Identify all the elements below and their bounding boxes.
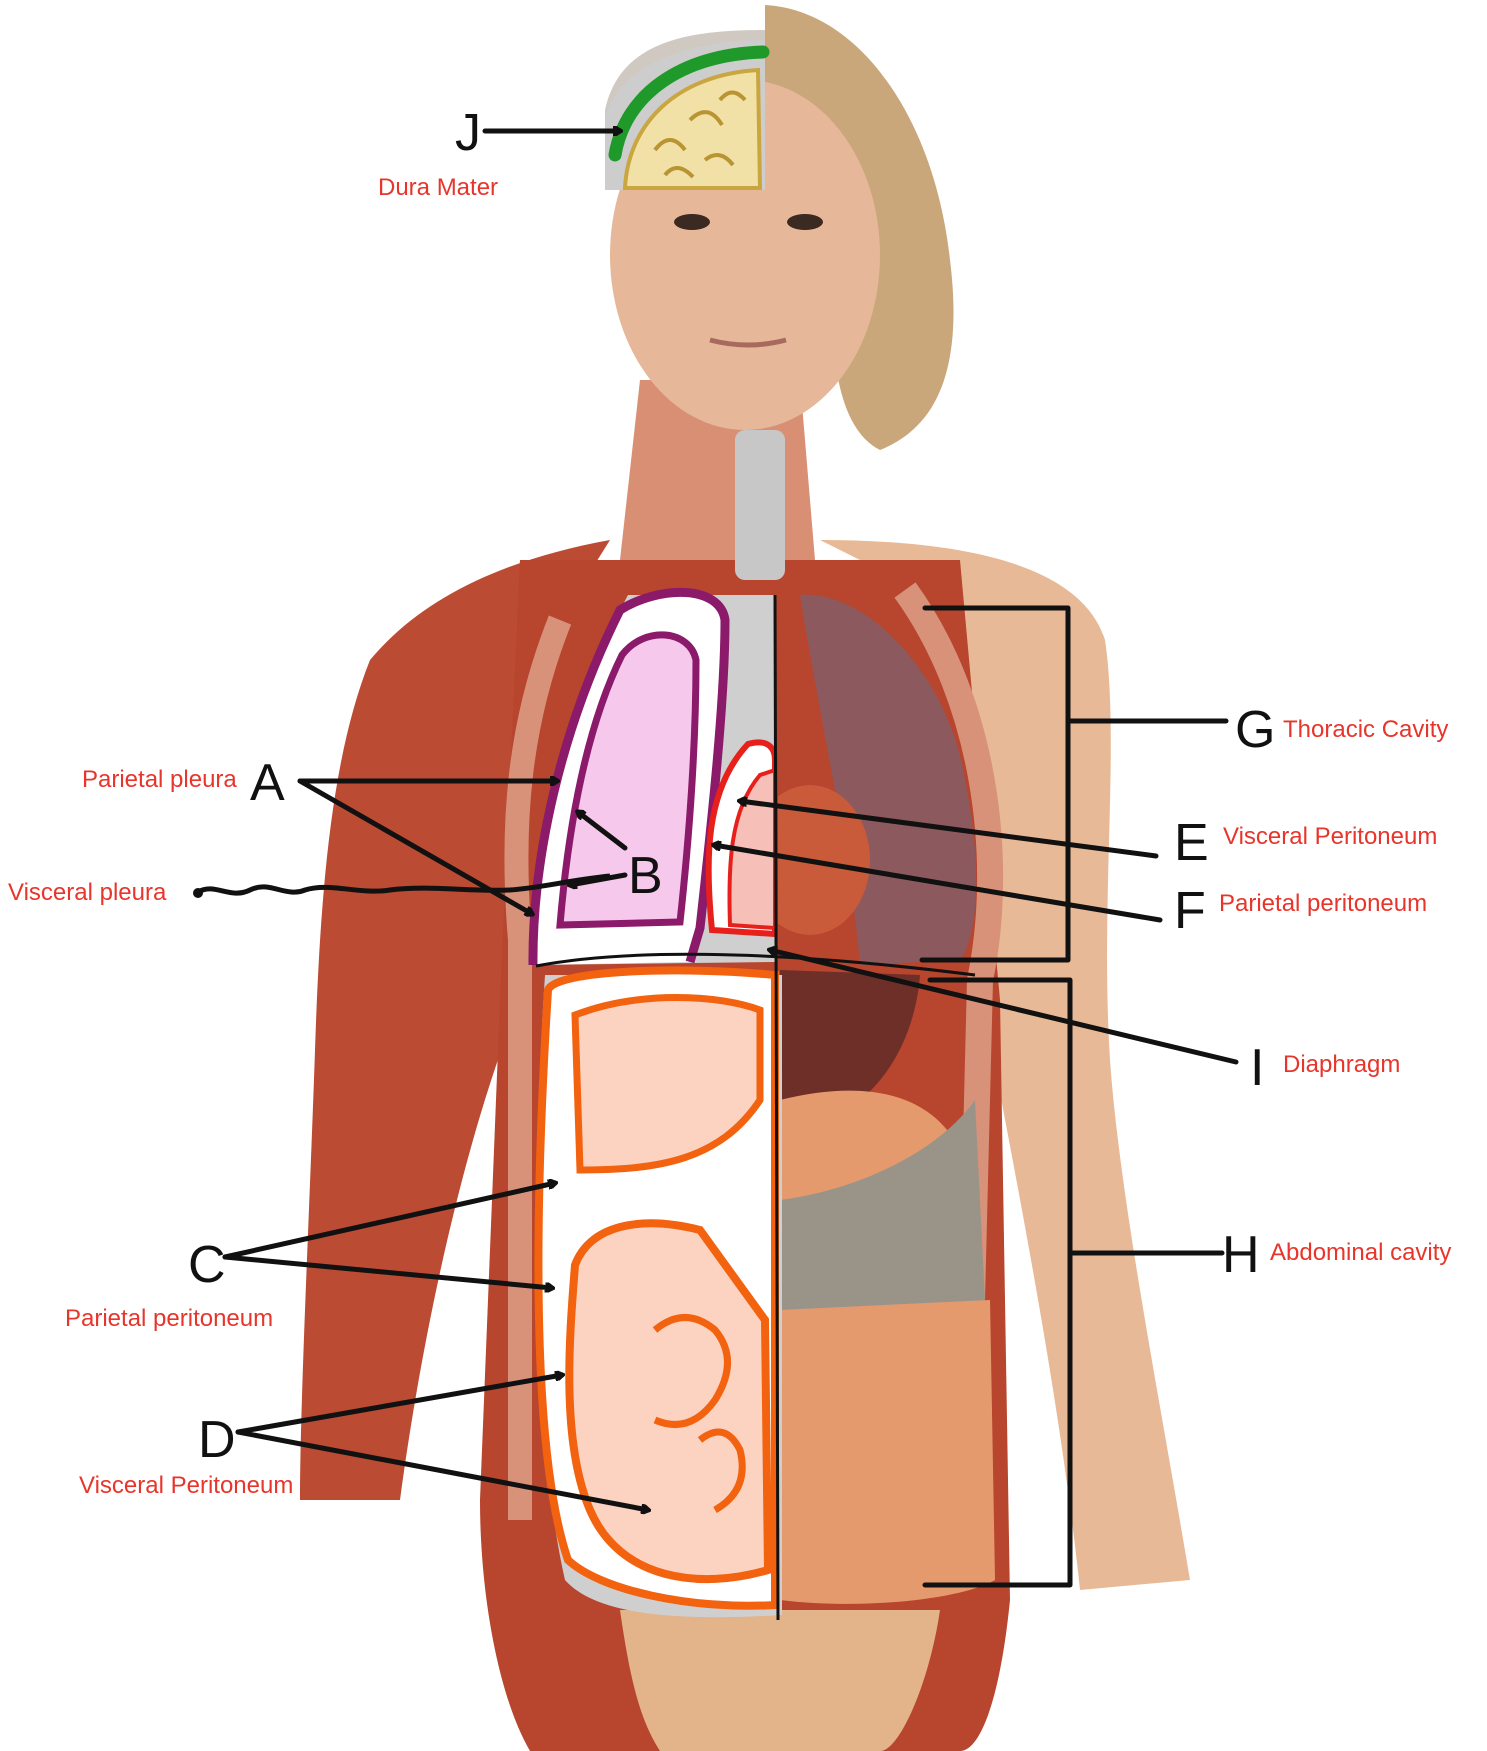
letter-D: D bbox=[198, 1411, 236, 1469]
label-dura-mater: Dura Mater bbox=[378, 174, 498, 201]
label-thoracic-cavity: Thoracic Cavity bbox=[1283, 716, 1448, 743]
letter-J: J bbox=[455, 104, 481, 162]
letter-H: H bbox=[1222, 1226, 1260, 1284]
letter-B: B bbox=[628, 847, 663, 905]
label-parietal-pleura: Parietal pleura bbox=[82, 766, 237, 793]
label-abdominal-cavity: Abdominal cavity bbox=[1270, 1239, 1451, 1266]
letter-A: A bbox=[250, 754, 285, 812]
small-intestine bbox=[780, 1300, 995, 1604]
pelvis bbox=[620, 1610, 940, 1751]
label-visceral-peritoneum-e: Visceral Peritoneum bbox=[1223, 823, 1437, 850]
letter-I: I bbox=[1250, 1039, 1264, 1097]
label-visceral-peritoneum-d: Visceral Peritoneum bbox=[79, 1472, 293, 1499]
letter-C: C bbox=[188, 1236, 226, 1294]
label-parietal-peritoneum-f: Parietal peritoneum bbox=[1219, 890, 1427, 917]
label-visceral-pleura: Visceral pleura bbox=[8, 879, 167, 906]
intestine-organ bbox=[569, 1223, 768, 1579]
letter-G: G bbox=[1235, 701, 1275, 759]
letter-E: E bbox=[1174, 814, 1209, 872]
label-parietal-peritoneum-c: Parietal peritoneum bbox=[65, 1305, 273, 1332]
label-diaphragm: Diaphragm bbox=[1283, 1051, 1400, 1078]
letter-F: F bbox=[1174, 882, 1206, 940]
